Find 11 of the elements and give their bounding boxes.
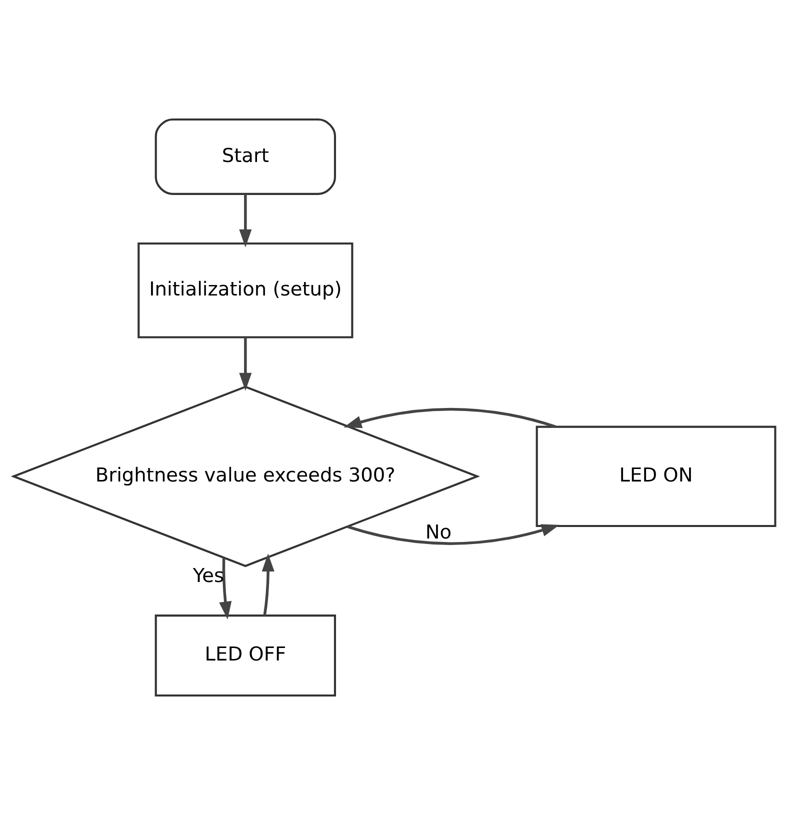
- arrow: [219, 557, 232, 620]
- arrow: [347, 524, 560, 544]
- arrow: [262, 553, 274, 616]
- node-box: LED ON: [536, 425, 776, 527]
- arrow: [344, 407, 556, 428]
- arrow: [239, 194, 252, 247]
- arrow: [239, 337, 252, 390]
- node-box: LED OFF: [154, 614, 336, 696]
- node-box: Start: [154, 118, 336, 194]
- node-box: Initialization (setup): [138, 242, 354, 338]
- edge-label: No: [425, 520, 452, 543]
